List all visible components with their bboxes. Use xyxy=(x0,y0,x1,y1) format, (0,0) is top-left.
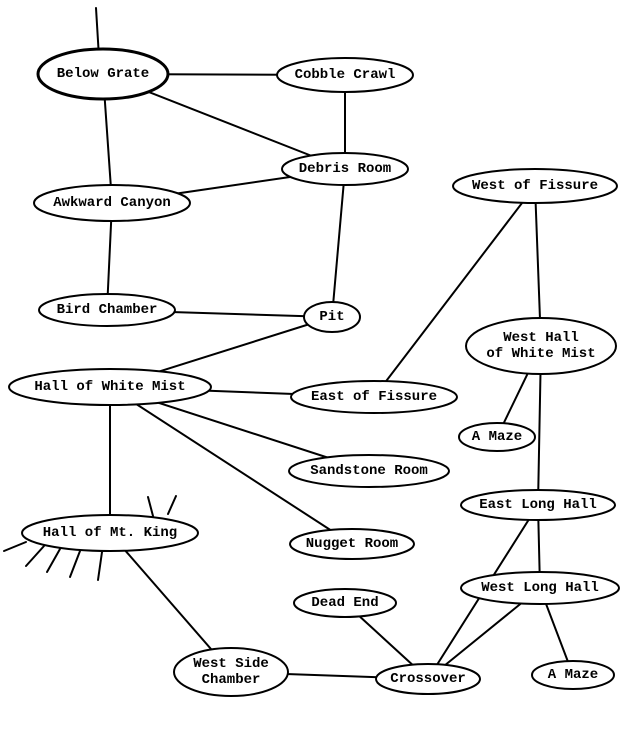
room-node-east-of-fissure: East of Fissure xyxy=(290,380,458,414)
room-node-a-maze-upper: A Maze xyxy=(458,422,536,452)
room-node-sandstone-room: Sandstone Room xyxy=(288,454,450,488)
room-node-hall-of-white-mist: Hall of White Mist xyxy=(8,368,212,406)
passage-edge-hall-of-white-mist--nugget-room xyxy=(109,386,353,545)
room-ellipse xyxy=(36,47,170,101)
room-ellipse xyxy=(531,660,615,690)
room-node-below-grate: Below Grate xyxy=(36,47,170,101)
room-ellipse xyxy=(290,380,458,414)
room-ellipse xyxy=(458,422,536,452)
room-label: of White Mist xyxy=(486,346,595,362)
room-label: Below Grate xyxy=(57,66,149,82)
room-node-east-long-hall: East Long Hall xyxy=(460,489,616,521)
room-node-crossover: Crossover xyxy=(375,663,481,695)
unexplored-passage-stub xyxy=(167,495,177,515)
passage-edge-east-of-fissure--west-of-fissure xyxy=(373,185,536,398)
unexplored-passage-stub xyxy=(69,550,81,578)
room-node-west-long-hall: West Long Hall xyxy=(460,571,620,605)
room-node-bird-chamber: Bird Chamber xyxy=(38,293,176,327)
room-node-pit: Pit xyxy=(303,301,361,333)
room-label: Awkward Canyon xyxy=(53,195,171,211)
room-ellipse xyxy=(281,152,409,186)
room-ellipse xyxy=(8,368,212,406)
room-label: East Long Hall xyxy=(479,497,597,513)
room-label: Crossover xyxy=(390,671,466,687)
room-label: A Maze xyxy=(548,667,598,683)
room-label: Pit xyxy=(319,309,344,325)
room-node-awkward-canyon: Awkward Canyon xyxy=(33,184,191,222)
unexplored-passage-stub xyxy=(25,545,45,567)
room-ellipse xyxy=(288,454,450,488)
room-node-a-maze-lower: A Maze xyxy=(531,660,615,690)
room-ellipse xyxy=(460,489,616,521)
room-ellipse xyxy=(289,528,415,560)
room-label: Nugget Room xyxy=(306,536,398,552)
room-ellipse xyxy=(303,301,361,333)
room-label: West Side xyxy=(193,656,269,672)
room-label: Sandstone Room xyxy=(310,463,428,479)
room-ellipse xyxy=(33,184,191,222)
room-ellipse xyxy=(276,57,414,93)
room-ellipse xyxy=(173,647,289,697)
room-node-dead-end: Dead End xyxy=(293,588,397,618)
room-node-debris-room: Debris Room xyxy=(281,152,409,186)
room-label: Chamber xyxy=(202,672,261,688)
room-node-cobble-crawl: Cobble Crawl xyxy=(276,57,414,93)
room-label: West of Fissure xyxy=(472,178,598,194)
room-label: Dead End xyxy=(311,595,378,611)
room-ellipse xyxy=(375,663,481,695)
room-node-west-of-fissure: West of Fissure xyxy=(452,168,618,204)
room-ellipse xyxy=(38,293,176,327)
room-label: West Long Hall xyxy=(481,580,599,596)
room-node-nugget-room: Nugget Room xyxy=(289,528,415,560)
room-label: Cobble Crawl xyxy=(295,67,396,83)
room-label: East of Fissure xyxy=(311,389,437,405)
room-label: West Hall xyxy=(503,330,579,346)
room-ellipse xyxy=(293,588,397,618)
room-label: Hall of Mt. King xyxy=(43,525,177,541)
unexplored-passage-stub xyxy=(147,496,154,517)
unexplored-passage-stub xyxy=(97,551,103,581)
room-ellipse xyxy=(21,514,199,552)
room-ellipse xyxy=(465,317,617,375)
room-label: Bird Chamber xyxy=(57,302,158,318)
room-ellipse xyxy=(452,168,618,204)
room-node-hall-of-mt-king: Hall of Mt. King xyxy=(21,514,199,552)
unexplored-passage-stub xyxy=(3,541,27,552)
room-label: Debris Room xyxy=(299,161,391,177)
unexplored-passage-stub xyxy=(46,548,61,573)
room-ellipse xyxy=(460,571,620,605)
passage-edge-debris-room--pit xyxy=(331,168,346,318)
room-label: Hall of White Mist xyxy=(34,379,185,395)
room-label: A Maze xyxy=(472,429,522,445)
